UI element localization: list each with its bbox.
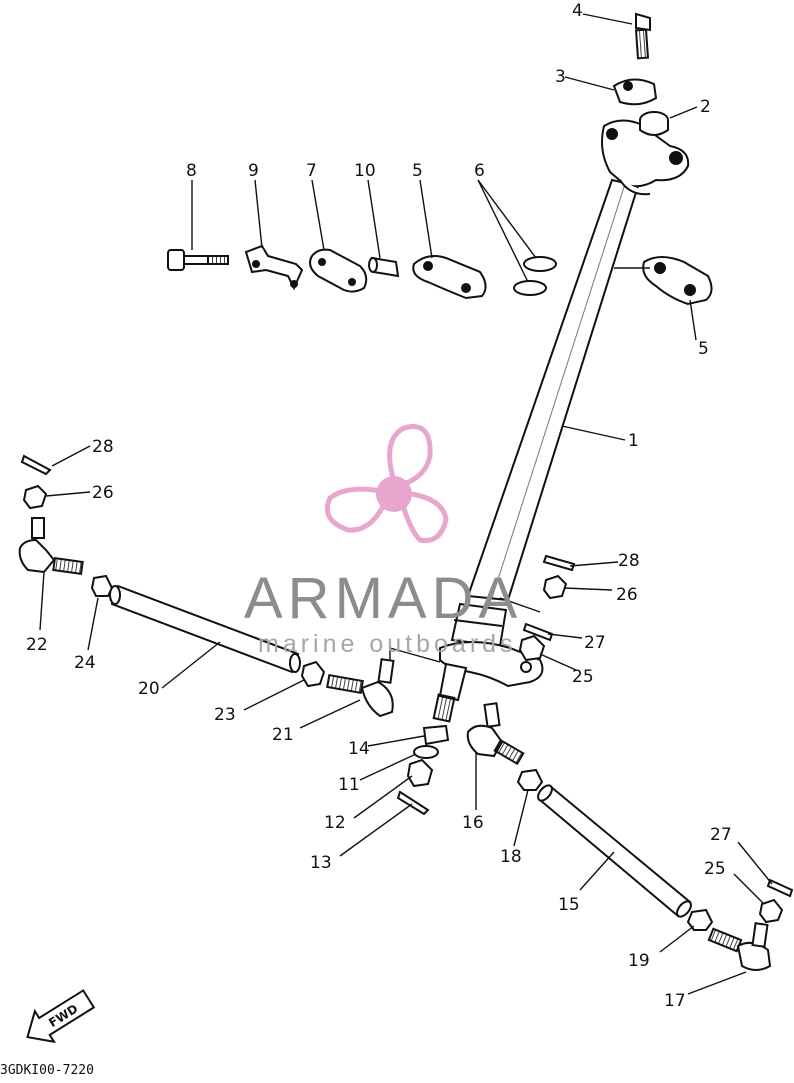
upper-holder xyxy=(601,119,690,196)
callout-label: 21 xyxy=(272,725,294,745)
cotter-pin-28-right xyxy=(542,554,576,572)
callout-label: 27 xyxy=(584,633,606,653)
nut-24 xyxy=(90,574,114,597)
callout-label: 5 xyxy=(412,161,423,181)
bolt-8 xyxy=(167,249,229,271)
cotter-pin-28-left xyxy=(20,454,52,476)
callout-label: 3 xyxy=(555,67,566,87)
bolt-4 xyxy=(634,12,651,60)
armada-watermark: ARMADA marine outboards xyxy=(244,424,522,658)
callout-label: 14 xyxy=(348,739,370,759)
callout-label: 15 xyxy=(558,895,580,915)
callout-label: 22 xyxy=(26,635,48,655)
tie-rod-20 xyxy=(109,584,301,674)
callout-label: 27 xyxy=(710,825,732,845)
callout-label: 13 xyxy=(310,853,332,873)
callout-label: 16 xyxy=(462,813,484,833)
collar-10 xyxy=(368,256,400,278)
castle-nut-26-right xyxy=(542,574,568,600)
plate-7 xyxy=(309,248,368,293)
cotter-pin-27 xyxy=(522,622,554,642)
watermark-brand: ARMADA xyxy=(244,566,522,631)
callout-label: 5 xyxy=(698,339,709,359)
holder-5-right xyxy=(642,256,713,306)
callout-label: 9 xyxy=(248,161,259,181)
lock-plate-9 xyxy=(244,244,304,291)
steering-shaft xyxy=(432,178,640,723)
castle-nut-26-left xyxy=(22,484,48,510)
forward-arrow-icon: FWD xyxy=(26,989,96,1044)
callout-label: 12 xyxy=(324,813,346,833)
callout-label: 6 xyxy=(474,161,485,181)
tie-rod-end-17 xyxy=(707,922,772,971)
tie-rod-15 xyxy=(537,784,692,918)
holder-5-left xyxy=(412,255,487,300)
callout-label: 20 xyxy=(138,679,160,699)
callout-label: 26 xyxy=(92,483,114,503)
callout-label: 4 xyxy=(572,1,583,21)
tie-rod-end-22 xyxy=(18,517,84,576)
nut-25-lower xyxy=(758,898,784,924)
callout-label: 19 xyxy=(628,951,650,971)
nut-25 xyxy=(518,634,546,662)
callout-label: 23 xyxy=(214,705,236,725)
drawing-code: 3GDKI00-7220 xyxy=(0,1063,94,1078)
callout-label: 26 xyxy=(616,585,638,605)
nut-19 xyxy=(686,908,714,931)
nut-18 xyxy=(516,768,544,791)
leader-lines xyxy=(39,13,773,995)
nut-23 xyxy=(300,660,326,688)
callout-label: 24 xyxy=(74,653,96,673)
callout-label: 8 xyxy=(186,161,197,181)
propeller-logo-icon xyxy=(324,424,449,544)
callout-label: 28 xyxy=(92,437,114,457)
callout-label: 11 xyxy=(338,775,360,795)
nut-12 xyxy=(406,758,434,788)
callout-label: 18 xyxy=(500,847,522,867)
watermark-tagline: marine outboards xyxy=(258,630,517,658)
cotter-pin-13 xyxy=(396,790,430,816)
callout-label: 25 xyxy=(704,859,726,879)
callout-label: 7 xyxy=(306,161,317,181)
holder-cap-3 xyxy=(612,78,658,106)
callout-label: 10 xyxy=(354,161,376,181)
callout-label: 2 xyxy=(700,97,711,117)
washer-11 xyxy=(413,745,439,759)
callout-label: 1 xyxy=(628,431,639,451)
bushing-14 xyxy=(422,724,450,746)
cotter-pin-27-lower xyxy=(766,878,794,898)
tie-rod-end-21 xyxy=(326,658,395,718)
callout-label: 28 xyxy=(618,551,640,571)
collar-2 xyxy=(639,111,669,136)
callout-label: 17 xyxy=(664,991,686,1011)
tie-rod-end-16 xyxy=(466,702,525,766)
callout-label: 25 xyxy=(572,667,594,687)
circlips-6 xyxy=(513,256,557,296)
